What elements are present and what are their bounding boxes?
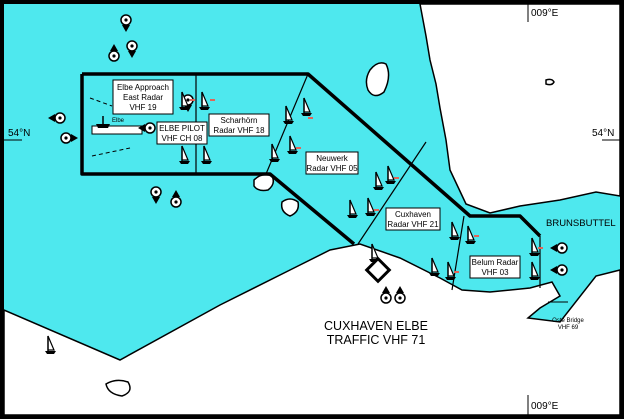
island-scharhorn (253, 173, 275, 192)
circle-dot-arrow-icon (380, 286, 392, 304)
svg-text:VHF CH 08: VHF CH 08 (162, 134, 203, 143)
svg-text:Radar VHF 21: Radar VHF 21 (387, 220, 439, 229)
circle-dot-arrow-icon (120, 14, 132, 32)
svg-text:CUXHAVEN ELBE: CUXHAVEN ELBE (324, 319, 428, 333)
svg-text:Oste Bridge: Oste Bridge (552, 318, 584, 324)
circle-dot-arrow-icon (108, 44, 120, 62)
svg-text:VHF 03: VHF 03 (481, 268, 509, 277)
circle-dot-arrow-icon (550, 264, 568, 276)
island-se (105, 379, 131, 397)
svg-text:Radar VHF 05: Radar VHF 05 (306, 164, 358, 173)
graticule (4, 4, 620, 415)
svg-text:ELBE PILOT: ELBE PILOT (159, 124, 205, 133)
lightship-icon: Elbe (91, 116, 143, 135)
svg-text:Cuxhaven: Cuxhaven (395, 210, 431, 219)
circle-dot-arrow-icon (126, 40, 138, 58)
svg-text:Neuwerk: Neuwerk (316, 154, 349, 163)
parallel-label-left: 54°N (8, 128, 30, 139)
circle-dot-arrow-icon (48, 112, 66, 124)
circle-dot-arrow-icon (60, 132, 78, 144)
sector-cuxhaven: Cuxhaven Radar VHF 21 (385, 207, 441, 231)
circle-dot-arrow-icon (138, 122, 156, 134)
circle-dot-arrow-icon (394, 286, 406, 304)
oste-bridge: Oste Bridge VHF 69 (548, 301, 585, 331)
land-south (3, 243, 621, 416)
svg-text:Scharhörn: Scharhörn (221, 116, 258, 125)
circle-dot-arrow-icon (150, 186, 162, 204)
parallel-label-right: 54°N (592, 128, 614, 139)
brunsbuttel-label: BRUNSBUTTEL (546, 218, 616, 229)
circle-dot-arrow-icon (170, 190, 182, 208)
sector-neuwerk: Neuwerk Radar VHF 05 (305, 151, 359, 175)
traffic-centre-label: CUXHAVEN ELBE TRAFFIC VHF 71 (324, 319, 428, 347)
traffic-markers (190, 99, 543, 273)
land-north (419, 3, 621, 214)
meridian-label-top: 009°E (531, 8, 559, 19)
circle-dot-arrow-icon (550, 242, 568, 254)
svg-text:Elbe Approach: Elbe Approach (117, 83, 169, 92)
approach-tracks (89, 97, 131, 157)
svg-text:East Radar: East Radar (123, 93, 163, 102)
sector-elbe-pilot: ELBE PILOT VHF CH 08 (156, 121, 208, 145)
reporting-points (48, 14, 568, 304)
svg-text:Radar VHF 18: Radar VHF 18 (213, 126, 265, 135)
meridian-label-bottom: 009°E (531, 401, 559, 412)
sector-belum: Belum Radar VHF 03 (469, 255, 521, 279)
sector-scharhorn: Scharhörn Radar VHF 18 (208, 113, 270, 137)
elbe-marker-label: Elbe (112, 118, 125, 124)
svg-text:TRAFFIC VHF 71: TRAFFIC VHF 71 (327, 333, 426, 347)
land-masses (3, 3, 621, 416)
traffic-centre-marker (364, 256, 392, 284)
sector-elbe-approach: Elbe Approach East Radar VHF 19 (112, 79, 174, 115)
svg-text:VHF 19: VHF 19 (129, 103, 157, 112)
island-north (365, 62, 390, 97)
svg-text:Belum Radar: Belum Radar (472, 258, 519, 267)
svg-text:VHF 69: VHF 69 (558, 325, 579, 331)
island-small (545, 78, 555, 86)
island-neuwerk (280, 198, 300, 217)
